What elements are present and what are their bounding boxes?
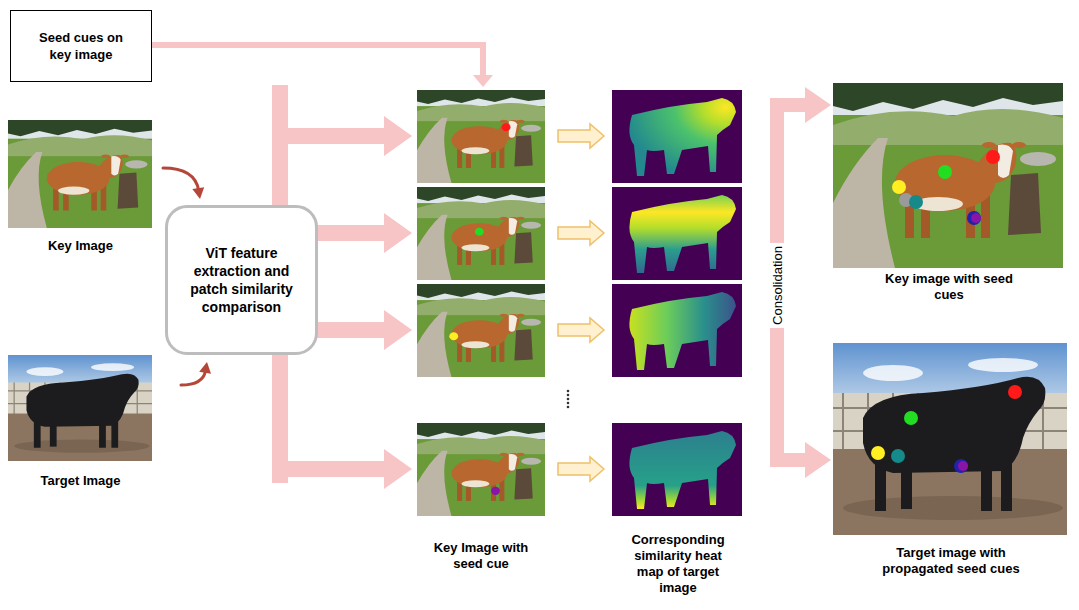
image-caption: Key image with seed cues bbox=[879, 271, 1019, 303]
image-caption: Key Image bbox=[8, 238, 153, 254]
block-arrow bbox=[558, 457, 604, 481]
heatmap-column: Corresponding similarity heat map of tar… bbox=[608, 88, 748, 608]
arrow-head bbox=[192, 187, 204, 199]
connector bbox=[777, 278, 831, 478]
image-column: Key Image with seed cue bbox=[414, 88, 548, 578]
image-panel: Target Image bbox=[8, 355, 153, 491]
connector bbox=[777, 87, 831, 278]
arrow-head bbox=[384, 310, 412, 350]
image-caption: Corresponding similarity heat map of tar… bbox=[622, 532, 734, 596]
connector-curve bbox=[181, 371, 205, 385]
connector-curve bbox=[163, 168, 199, 190]
block-arrow bbox=[558, 221, 604, 245]
image-panel: Target image with propagated seed cues bbox=[833, 343, 1069, 595]
image-caption: Target Image bbox=[8, 473, 153, 489]
connector bbox=[152, 45, 493, 87]
connector-line bbox=[272, 461, 385, 477]
image-panel: Key image with seed cues bbox=[833, 83, 1065, 308]
connector bbox=[181, 362, 211, 385]
connector bbox=[558, 124, 604, 481]
connector-line bbox=[770, 98, 784, 112]
arrow-head bbox=[805, 442, 831, 478]
arrow-head bbox=[384, 213, 412, 253]
connector bbox=[163, 168, 204, 199]
image-caption: Target image with propagated seed cues bbox=[864, 545, 1039, 577]
image-panel: Key Image bbox=[8, 120, 153, 258]
process-box: ViT feature extraction and patch similar… bbox=[165, 205, 318, 355]
block-arrow bbox=[558, 124, 604, 148]
image-caption: Key Image with seed cue bbox=[421, 540, 541, 572]
connector-line bbox=[152, 45, 483, 76]
arrow-head bbox=[199, 362, 211, 374]
arrow-head bbox=[805, 87, 831, 123]
arrow-head bbox=[384, 116, 412, 156]
box-label: ViT feature extraction and patch similar… bbox=[178, 244, 306, 316]
process-label: Consolidation bbox=[770, 243, 785, 328]
arrow-head bbox=[473, 75, 493, 87]
connector-line bbox=[272, 128, 385, 144]
box-label: Seed cues on key image bbox=[31, 29, 131, 63]
block-arrow bbox=[558, 318, 604, 342]
input-box: Seed cues on key image bbox=[10, 10, 152, 82]
arrow-head bbox=[384, 449, 412, 489]
